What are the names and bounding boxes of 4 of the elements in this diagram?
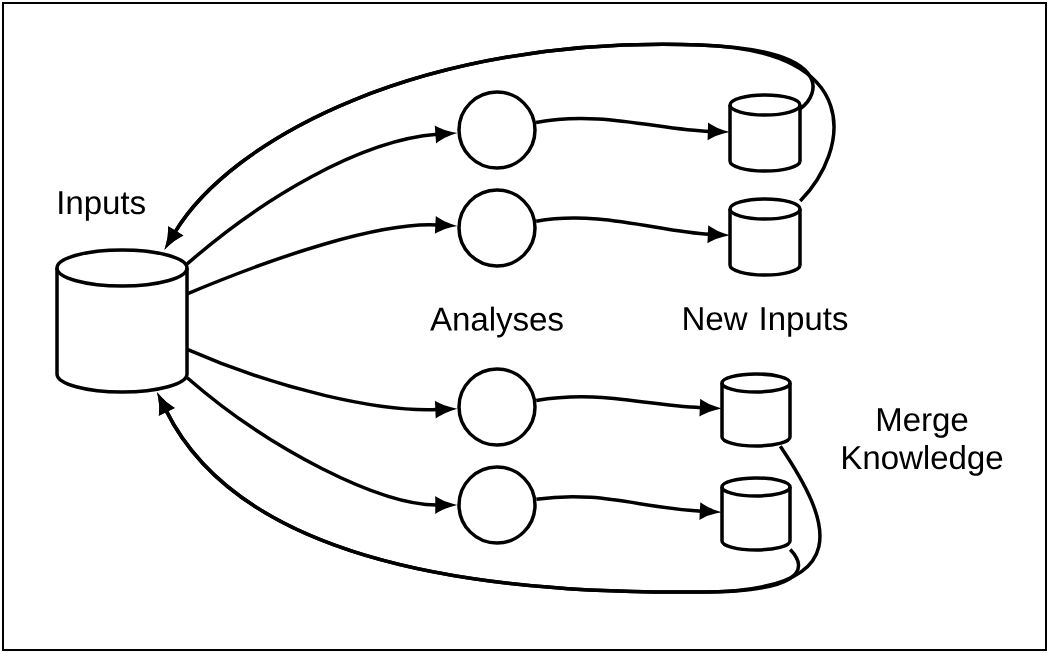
text-label: Analyses — [430, 306, 563, 338]
text-label: New Inputs — [684, 307, 848, 337]
text-label: Merge Knowledge — [843, 408, 1003, 476]
node-heading: Inputs — [59, 191, 145, 221]
